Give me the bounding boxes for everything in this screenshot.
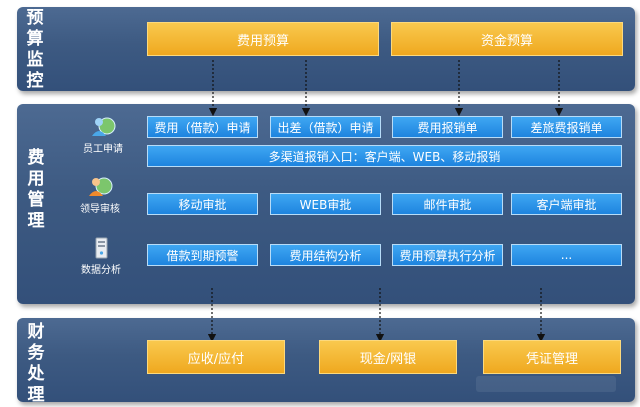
apply-box-travel-claim[interactable]: 差旅费报销单 [511,116,622,138]
employee-icon [92,117,116,136]
section-label-finance: 财务处理 [27,322,45,405]
section-label-budget: 预算监控 [26,8,44,91]
finance-box-voucher[interactable]: 凭证管理 [483,340,621,374]
analysis-box-loan-warning[interactable]: 借款到期预警 [147,244,258,266]
budget-box-expense[interactable]: 费用预算 [147,22,379,56]
approve-box-web[interactable]: WEB审批 [270,193,381,215]
role-analysis: 数据分析 [70,236,132,276]
section-label-expense: 费用管理 [27,148,45,231]
finance-box-cash-bank[interactable]: 现金/网银 [319,340,457,374]
role-leader: 领导审核 [69,175,131,215]
role-label-analysis: 数据分析 [81,265,121,276]
channel-bar[interactable]: 多渠道报销入口：客户端、WEB、移动报销 [147,145,622,167]
role-employee: 员工申请 [72,115,134,155]
analysis-box-more[interactable]: ... [511,244,622,266]
apply-box-travel-loan[interactable]: 出差（借款）申请 [270,116,381,138]
analysis-box-budget-execution[interactable]: 费用预算执行分析 [392,244,503,266]
approve-box-client[interactable]: 客户端审批 [511,193,622,215]
apply-box-expense-claim[interactable]: 费用报销单 [392,116,503,138]
role-label-leader: 领导审核 [80,204,120,215]
analysis-icon [95,237,108,259]
apply-box-expense-loan[interactable]: 费用（借款）申请 [147,116,258,138]
analysis-box-structure[interactable]: 费用结构分析 [270,244,381,266]
approve-box-email[interactable]: 邮件审批 [392,193,503,215]
approve-box-mobile[interactable]: 移动审批 [147,193,258,215]
finance-box-receivable-payable[interactable]: 应收/应付 [147,340,285,374]
watermark-logo [476,376,616,392]
role-label-employee: 员工申请 [83,144,123,155]
leader-icon [89,177,113,196]
budget-box-fund[interactable]: 资金预算 [391,22,623,56]
